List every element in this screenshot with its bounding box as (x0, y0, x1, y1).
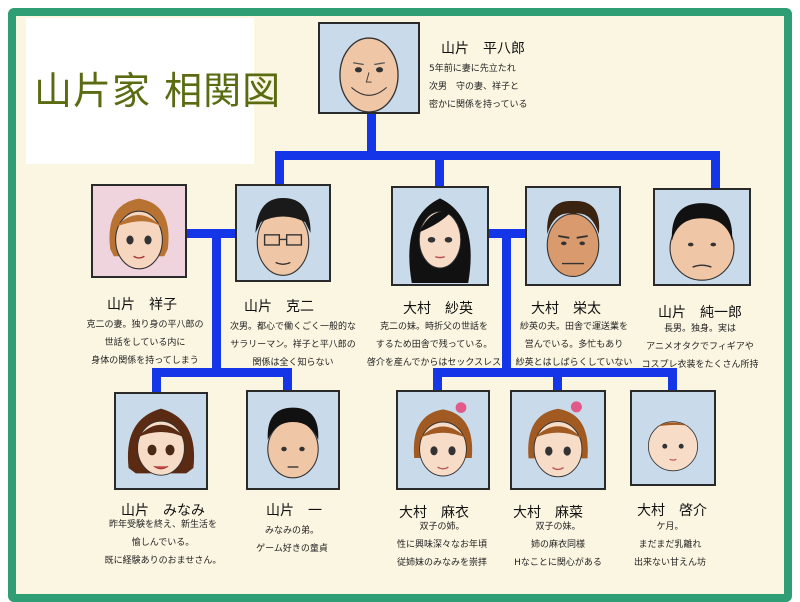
connector-line (433, 368, 442, 394)
woman-long-hair-portrait-icon (391, 186, 489, 286)
person-description: みなみの弟。ゲーム好きの童貞 (256, 526, 328, 554)
connector-line (152, 368, 292, 377)
person-description: 克二の妻。独り身の平八郎の世話をしている内に身体の関係を持ってしまう (86, 320, 204, 366)
connector-line (502, 229, 511, 377)
person-description: 次男。都心で働くごく一般的なサラリーマン。祥子と平八郎の関係は全く知らない (229, 322, 356, 368)
connector-line (212, 229, 221, 374)
connector-line (187, 229, 235, 238)
person-name: 山片 みなみ (121, 503, 205, 519)
person-name: 山片 平八郎 (441, 41, 525, 57)
connector-line (367, 112, 376, 158)
person-description: 長男。独身。実はアニメオタクでフィギアやコスプレ衣装をたくさん所持 (641, 324, 759, 370)
person-name: 山片 純一郎 (658, 305, 742, 321)
connector-line (283, 368, 292, 394)
girl-side-ponytail-portrait-icon (510, 390, 606, 490)
connector-line (553, 368, 562, 394)
boy-short-hair-portrait-icon (246, 390, 340, 490)
person-name: 大村 啓介 (637, 503, 707, 519)
connector-line (275, 151, 720, 160)
person-name: 大村 麻菜 (513, 505, 583, 521)
bald-elderly-man-portrait-icon (318, 22, 420, 114)
diagram-title: 山片家 相関図 (34, 69, 282, 113)
baby-portrait-icon (630, 390, 716, 486)
connector-line (435, 151, 444, 188)
person-name: 山片 一 (266, 503, 322, 519)
person-description: 昨年受験を終え、新生活を愉しんでいる。既に経験ありのおませさん。 (104, 520, 222, 566)
person-name: 山片 克二 (244, 299, 314, 315)
person-description: ケ月。まだまだ乳離れ出来ない甘えん坊 (633, 522, 706, 568)
person-name: 山片 祥子 (107, 297, 177, 313)
person-description: 双子の姉。性に興味深々なお年頃従姉妹のみなみを崇拝 (396, 522, 487, 568)
person-description: 5年前に妻に先立たれ次男 守の妻、祥子と密かに関係を持っている (429, 64, 528, 110)
girl-side-ponytail-portrait-icon (396, 390, 490, 490)
heavy-man-portrait-icon (653, 188, 751, 286)
connector-line (152, 368, 161, 394)
person-description: 克二の妹。時折父の世話をするため田舎で残っている。啓介を産んでからはセックスレス (366, 322, 502, 368)
man-glasses-portrait-icon (235, 184, 331, 282)
title-panel (26, 18, 254, 164)
person-name: 大村 紗英 (403, 301, 473, 317)
connector-line (711, 151, 720, 188)
person-name: 大村 栄太 (531, 301, 601, 317)
person-name: 大村 麻衣 (399, 505, 469, 521)
person-description: 紗英の夫。田舎で運送業を営んでいる。多忙もあり紗英とはしばらくしていない (515, 322, 633, 368)
connector-line (275, 151, 284, 190)
girl-pigtails-portrait-icon (114, 392, 208, 490)
man-rugged-portrait-icon (525, 186, 621, 286)
woman-short-hair-portrait-icon (91, 184, 187, 278)
connector-line (668, 368, 677, 394)
